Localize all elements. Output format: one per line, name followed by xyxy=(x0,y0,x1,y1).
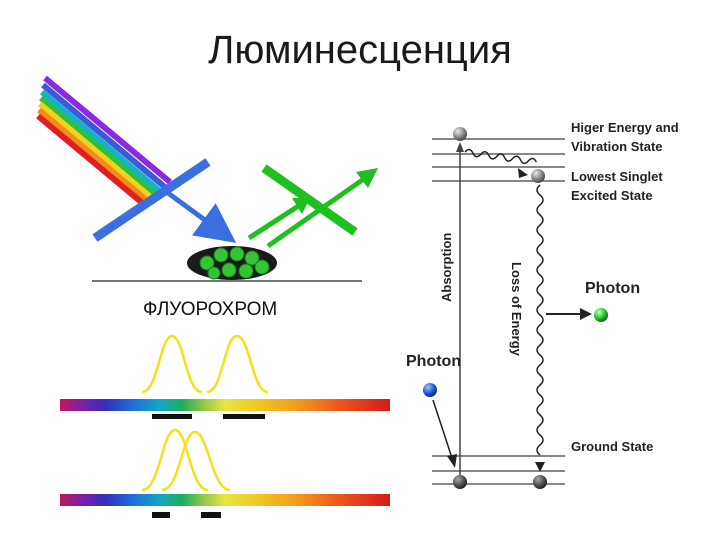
jablonski-diagram: Higer Energy and Vibration State Lowest … xyxy=(406,120,679,489)
excitation-emission-spectrum-1 xyxy=(60,336,390,419)
excited-electron-high xyxy=(453,127,467,141)
lowest-singlet-label-1: Lowest Singlet xyxy=(571,169,663,184)
absorbed-photon-icon xyxy=(423,383,437,397)
higher-energy-label-2: Vibration State xyxy=(571,139,663,154)
lowest-singlet-label-2: Excited State xyxy=(571,188,653,203)
absorption-label: Absorption xyxy=(439,233,454,302)
emission-arrows xyxy=(249,168,378,246)
excitation-emission-spectrum-2 xyxy=(60,430,390,518)
fluorochrome-label: ФЛУОРОХРОМ xyxy=(143,299,277,321)
ground-electron-right xyxy=(533,475,547,489)
higher-energy-label-1: Higer Energy and xyxy=(571,120,679,135)
loss-of-energy-label: Loss of Energy xyxy=(509,262,524,357)
excitation-arrow xyxy=(168,193,224,234)
emitted-photon-icon xyxy=(594,308,608,322)
fluorochrome-sample xyxy=(187,246,277,280)
ground-electron-left xyxy=(453,475,467,489)
excited-electron-singlet xyxy=(531,169,545,183)
emitted-photon-label: Photon xyxy=(585,280,640,297)
absorbed-photon-label: Photon xyxy=(406,353,461,370)
ground-state-label: Ground State xyxy=(571,439,653,454)
incident-white-light-beam xyxy=(38,78,170,206)
